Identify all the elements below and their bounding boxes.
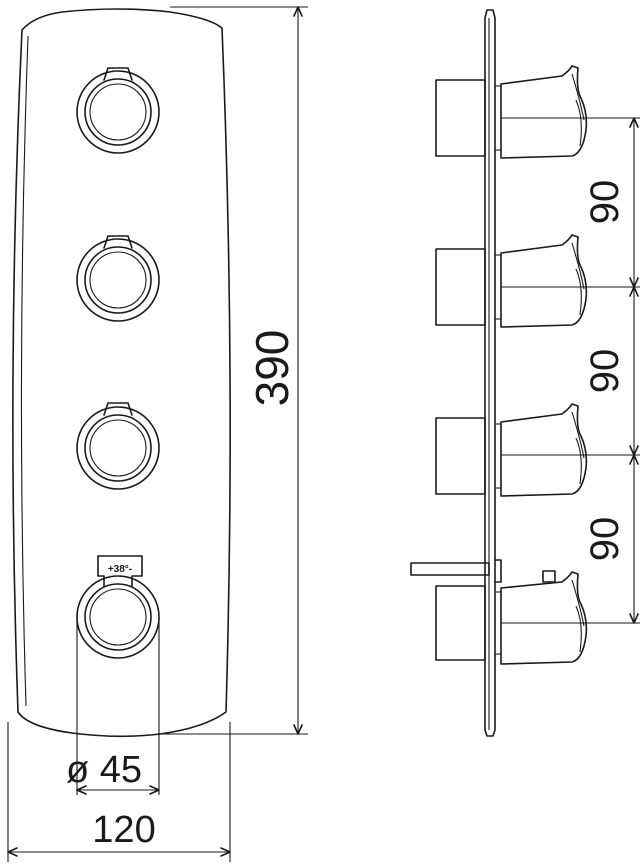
side-knob-1 xyxy=(435,65,588,159)
front-plate-outline xyxy=(12,8,231,738)
thermostat-scale-label: +38°- xyxy=(108,564,132,575)
front-knob-3 xyxy=(76,402,160,490)
side-knob-thermostat xyxy=(410,559,588,665)
front-knob-2 xyxy=(76,235,160,322)
side-knob-2 xyxy=(435,234,588,328)
side-plate xyxy=(484,9,496,737)
front-view: +38°- xyxy=(12,8,231,738)
front-knob-thermostat: +38°- xyxy=(76,555,160,659)
front-knob-1 xyxy=(76,67,160,154)
width-dimension-text: 120 xyxy=(92,809,155,851)
height-dimension-text: 390 xyxy=(246,330,298,407)
front-dimensions: 390 ø 45 120 xyxy=(7,6,308,862)
side-dimensions: 90 90 90 xyxy=(501,117,640,624)
front-plate-inner-edge xyxy=(20,35,29,707)
spacing-text-3: 90 xyxy=(583,517,627,562)
spacing-text-2: 90 xyxy=(583,349,627,394)
side-knob-3 xyxy=(435,403,588,497)
spacing-text-1: 90 xyxy=(583,180,627,225)
side-view xyxy=(410,9,588,737)
knob-diameter-text: ø 45 xyxy=(66,749,142,791)
